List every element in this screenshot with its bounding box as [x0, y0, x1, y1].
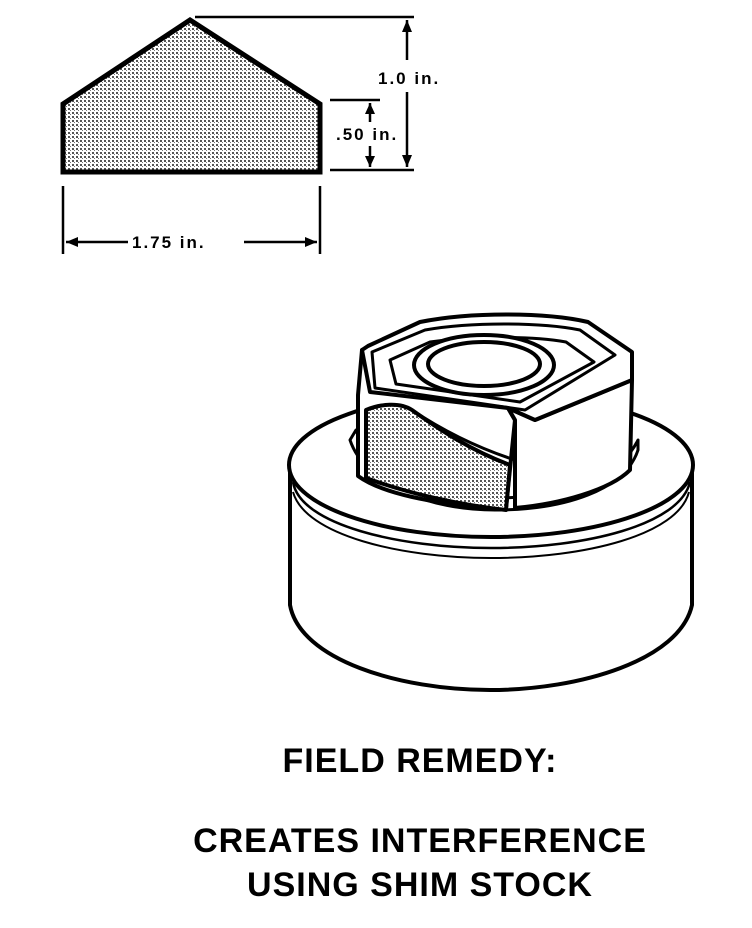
- nut-bore-inner: [426, 340, 542, 388]
- nut-assembly-illustration: [287, 312, 695, 692]
- shim-profile: [60, 17, 323, 175]
- nut-front-face: [506, 378, 634, 510]
- dim-label-side-height: .50 in.: [336, 125, 398, 144]
- dimension-arrowheads: [66, 20, 412, 247]
- shim-stock: [364, 402, 512, 512]
- dim-label-total-height: 1.0 in.: [378, 69, 440, 88]
- caption-title: FIELD REMEDY:: [282, 742, 558, 780]
- shim-cross-section: [60, 17, 323, 175]
- nut-top-bevel: [370, 322, 617, 412]
- base-rim-groove: [291, 481, 692, 550]
- caption-line-1: CREATES INTERFERENCE: [193, 822, 647, 860]
- dim-label-width: 1.75 in.: [132, 233, 206, 252]
- caption-line-2: USING SHIM STOCK: [247, 866, 593, 904]
